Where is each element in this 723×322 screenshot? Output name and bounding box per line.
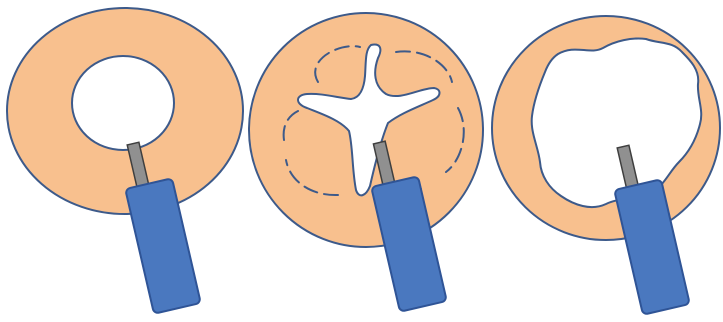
probe-3-tip: [616, 144, 640, 192]
probe-3-body: [614, 179, 690, 315]
probe-1-body: [125, 178, 201, 314]
tissue-ring-1: [5, 7, 245, 215]
probe-2: [371, 140, 447, 312]
panel-3: [490, 15, 722, 315]
probe-2-body: [371, 176, 447, 312]
probe-3: [614, 144, 690, 315]
panel-1: [5, 7, 245, 314]
panel-2: [247, 12, 485, 312]
tissue-disc-3: [490, 15, 722, 241]
probe-1: [125, 141, 201, 314]
